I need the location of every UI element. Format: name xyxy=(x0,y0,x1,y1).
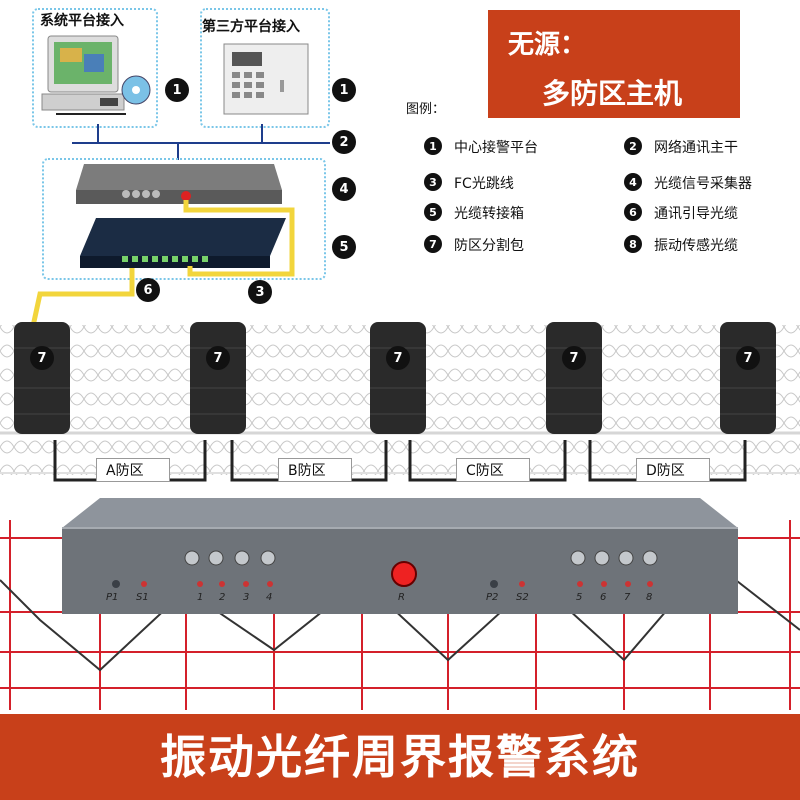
center-label-r: R xyxy=(398,592,405,603)
zone-splitter-box-5 xyxy=(720,322,776,434)
badge-2: 2 xyxy=(332,130,356,154)
system-platform-panel xyxy=(32,8,158,128)
legend-label-1: 中心接警平台 xyxy=(454,140,538,156)
fiber-transfer-box xyxy=(80,218,286,268)
legend-num-1: 1 xyxy=(424,137,442,155)
port-label-2: 2 xyxy=(219,592,226,603)
network-backbone-line xyxy=(72,124,330,160)
port-label-1: 1 xyxy=(197,592,204,603)
port-label-6: 6 xyxy=(600,592,607,603)
zone-c-box xyxy=(456,458,530,482)
signal-collector-device xyxy=(76,164,282,204)
badge-7-2: 7 xyxy=(206,346,230,370)
computer-icon xyxy=(41,35,151,115)
badge-7-4: 7 xyxy=(562,346,586,370)
zone-a-label: A防区 xyxy=(106,463,144,479)
legend-num-5: 5 xyxy=(424,203,442,221)
zone-splitter-box-2 xyxy=(190,322,246,434)
legend-label-7: 防区分割包 xyxy=(454,238,524,254)
badge-5: 5 xyxy=(332,235,356,259)
zone-b-box xyxy=(278,458,352,482)
led-label-s1: S1 xyxy=(136,592,149,603)
badge-6: 6 xyxy=(136,278,160,302)
legend-label-6: 通讯引导光缆 xyxy=(654,206,738,222)
badge-7-5: 7 xyxy=(736,346,760,370)
port-label-3: 3 xyxy=(243,592,250,603)
footer-banner: 振动光纤周界报警系统 xyxy=(0,714,800,800)
legend-label-5: 光缆转接箱 xyxy=(454,206,524,222)
badge-1-left: 1 xyxy=(165,78,189,102)
led-label-p2: P2 xyxy=(486,592,499,603)
port-label-8: 8 xyxy=(646,592,653,603)
zone-splitter-box-4 xyxy=(546,322,602,434)
led-label-s2: S2 xyxy=(516,592,529,603)
legend-num-6: 6 xyxy=(624,203,642,221)
zone-d-box xyxy=(636,458,710,482)
footer-title: 振动光纤周界报警系统 xyxy=(160,730,640,784)
legend-label-3: FC光跳线 xyxy=(454,176,514,192)
port-label-5: 5 xyxy=(576,592,583,603)
zone-a-box xyxy=(96,458,170,482)
promo-line-1: 无源： xyxy=(508,30,587,60)
badge-4: 4 xyxy=(332,177,356,201)
system-platform-title: 系统平台接入 xyxy=(40,13,124,29)
zone-b-label: B防区 xyxy=(288,463,326,479)
legend-num-7: 7 xyxy=(424,235,442,253)
zone-splitter-box-3 xyxy=(370,322,426,434)
port-label-7: 7 xyxy=(624,592,631,603)
third-party-panel xyxy=(200,8,330,128)
promo-line-2: 多防区主机 xyxy=(542,77,683,110)
badge-1-right: 1 xyxy=(332,78,356,102)
promo-box: 无源： 多防区主机 xyxy=(488,10,740,118)
led-label-p1: P1 xyxy=(106,592,119,603)
legend-num-2: 2 xyxy=(624,137,642,155)
alarm-panel-icon xyxy=(223,43,309,115)
multi-zone-host-device xyxy=(62,498,738,614)
legend-label-4: 光缆信号采集器 xyxy=(654,176,752,192)
third-party-title: 第三方平台接入 xyxy=(202,19,300,35)
badge-3: 3 xyxy=(248,280,272,304)
badge-7-3: 7 xyxy=(386,346,410,370)
legend-label-8: 振动传感光缆 xyxy=(654,238,738,254)
zone-c-label: C防区 xyxy=(466,463,504,479)
port-label-4: 4 xyxy=(266,592,273,603)
legend-title: 图例： xyxy=(406,102,446,117)
legend-num-8: 8 xyxy=(624,235,642,253)
legend-num-4: 4 xyxy=(624,173,642,191)
legend-label-2: 网络通讯主干 xyxy=(654,140,738,156)
fiber-cables xyxy=(27,200,295,340)
legend-num-3: 3 xyxy=(424,173,442,191)
collector-panel xyxy=(42,158,326,280)
zone-d-label: D防区 xyxy=(646,463,685,479)
badge-7-1: 7 xyxy=(30,346,54,370)
zone-splitter-box-1 xyxy=(14,322,70,434)
